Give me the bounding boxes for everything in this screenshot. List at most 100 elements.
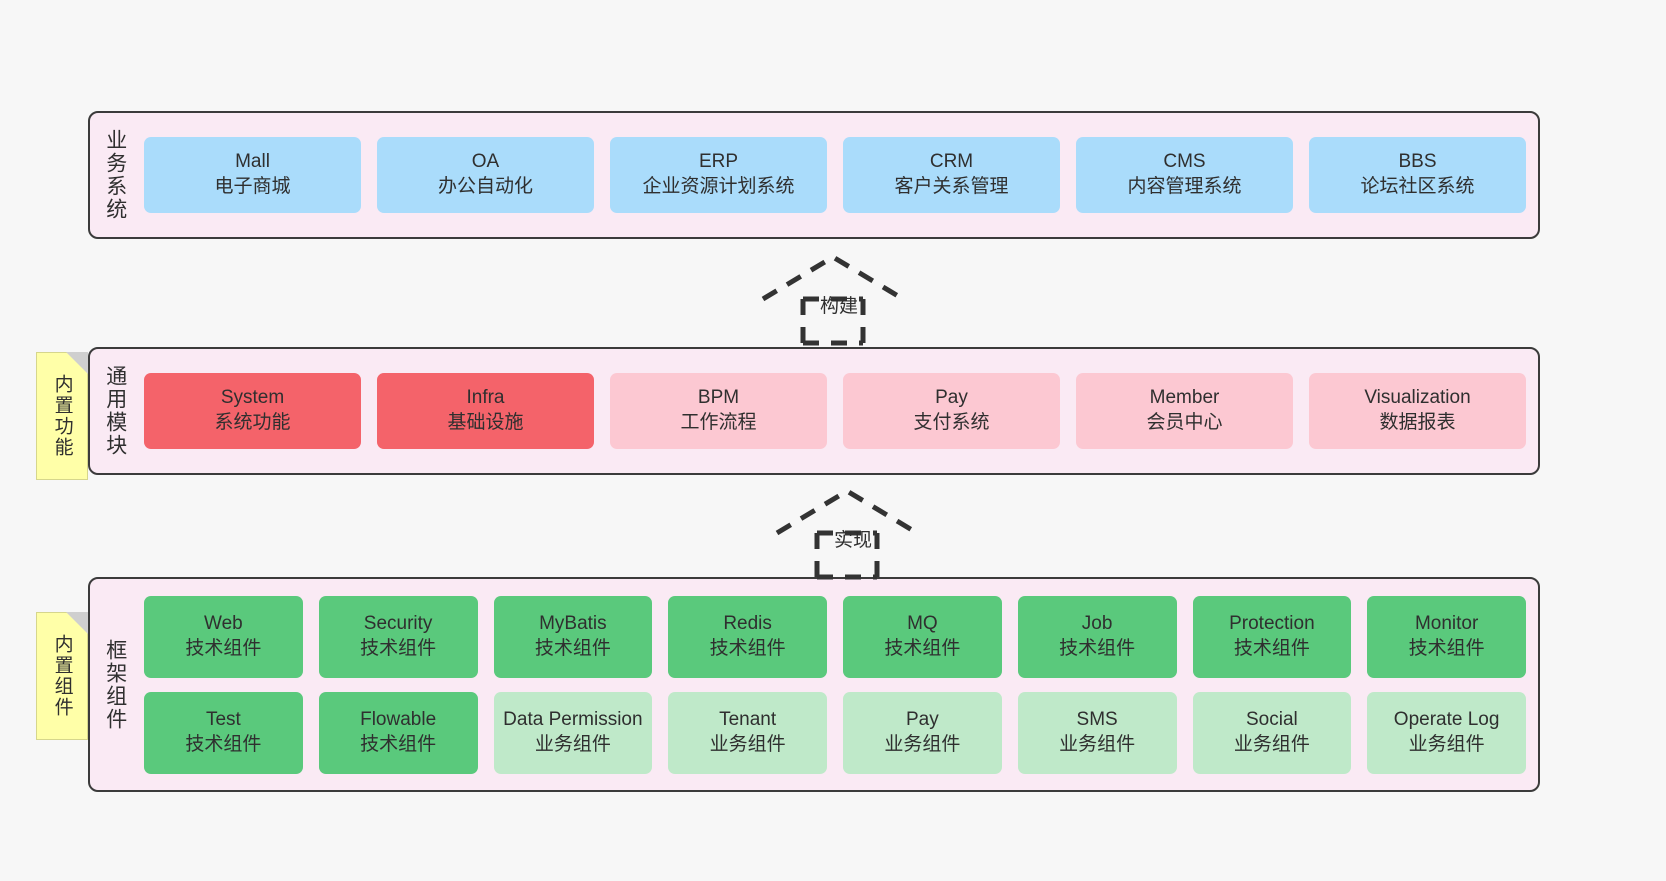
module-card-social[interactable]: Social 业务组件 (1192, 691, 1352, 774)
connector-realize: 实现 (772, 487, 922, 580)
layer-title-modules: 通用模块 (103, 365, 127, 457)
card-name: Infra (466, 387, 505, 409)
card-desc: 业务组件 (884, 733, 961, 755)
sticky-note-label: 内置功能 (51, 374, 73, 458)
card-desc: 内容管理系统 (1127, 176, 1242, 197)
layer-row: Web 技术组件 Security 技术组件 MyBatis 技术组件 Redi… (144, 595, 1526, 678)
module-card-system[interactable]: System 系统功能 (144, 373, 361, 449)
card-desc: 业务组件 (534, 733, 611, 755)
module-card-security[interactable]: Security 技术组件 (318, 595, 478, 678)
card-desc: 电子商城 (214, 176, 291, 197)
layer-row: Mall 电子商城 OA 办公自动化 ERP 企业资源计划系统 CRM 客户关系… (144, 137, 1526, 213)
card-name: Operate Log (1393, 708, 1500, 730)
card-desc: 工作流程 (680, 412, 757, 433)
module-card-monitor[interactable]: Monitor 技术组件 (1367, 595, 1526, 678)
module-card-mall[interactable]: Mall 电子商城 (144, 137, 361, 213)
module-card-infra[interactable]: Infra 基础设施 (377, 373, 594, 449)
card-name: Web (204, 612, 243, 634)
card-name: Visualization (1364, 387, 1471, 409)
card-desc: 系统功能 (214, 412, 291, 433)
layer-common-modules: 通用模块 System 系统功能 Infra 基础设施 BPM 工作流程 Pay… (88, 347, 1540, 475)
card-desc: 技术组件 (185, 733, 262, 755)
card-name: Protection (1229, 612, 1315, 634)
module-card-crm[interactable]: CRM 客户关系管理 (843, 137, 1060, 213)
sticky-note-label: 内置组件 (51, 634, 73, 718)
card-name: Mall (235, 151, 270, 173)
card-desc: 技术组件 (360, 637, 437, 659)
card-desc: 技术组件 (534, 637, 611, 659)
module-card-cms[interactable]: CMS 内容管理系统 (1076, 137, 1293, 213)
card-name: BBS (1398, 151, 1437, 173)
module-card-member[interactable]: Member 会员中心 (1076, 373, 1293, 449)
module-card-visualization[interactable]: Visualization 数据报表 (1309, 373, 1526, 449)
card-name: MQ (907, 612, 938, 634)
card-desc: 技术组件 (1408, 637, 1485, 659)
module-card-sms[interactable]: SMS 业务组件 (1017, 691, 1177, 774)
module-card-tenant[interactable]: Tenant 业务组件 (668, 691, 827, 774)
module-card-pay[interactable]: Pay 支付系统 (843, 373, 1060, 449)
card-name: Flowable (360, 708, 437, 730)
card-name: Social (1246, 708, 1298, 730)
card-name: Data Permission (503, 708, 643, 730)
module-card-bbs[interactable]: BBS 论坛社区系统 (1309, 137, 1526, 213)
card-name: Pay (906, 708, 939, 730)
layer-title-business: 业务系统 (103, 129, 127, 221)
card-desc: 论坛社区系统 (1360, 176, 1475, 197)
sticky-note-builtin-functions[interactable]: 内置功能 (36, 352, 88, 480)
card-desc: 技术组件 (185, 637, 262, 659)
card-desc: 技术组件 (884, 637, 961, 659)
card-desc: 业务组件 (1059, 733, 1136, 755)
layer-body-modules: System 系统功能 Infra 基础设施 BPM 工作流程 Pay 支付系统… (132, 359, 1526, 463)
module-card-mq[interactable]: MQ 技术组件 (843, 595, 1002, 678)
card-desc: 业务组件 (709, 733, 786, 755)
sticky-note-builtin-components[interactable]: 内置组件 (36, 612, 88, 740)
layer-row: Test 技术组件 Flowable 技术组件 Data Permission … (144, 691, 1526, 774)
card-name: Pay (935, 387, 968, 409)
connector-label-realize: 实现 (834, 530, 873, 551)
card-desc: 办公自动化 (437, 176, 533, 197)
layer-row: System 系统功能 Infra 基础设施 BPM 工作流程 Pay 支付系统… (144, 373, 1526, 449)
card-desc: 技术组件 (1059, 637, 1136, 659)
layer-body-framework: Web 技术组件 Security 技术组件 MyBatis 技术组件 Redi… (132, 589, 1526, 780)
layer-body-business: Mall 电子商城 OA 办公自动化 ERP 企业资源计划系统 CRM 客户关系… (132, 123, 1526, 227)
card-desc: 企业资源计划系统 (642, 176, 795, 197)
card-name: Monitor (1414, 612, 1479, 634)
card-name: Test (205, 708, 241, 730)
layer-business-systems: 业务系统 Mall 电子商城 OA 办公自动化 ERP 企业资源计划系统 CRM… (88, 111, 1540, 239)
card-name: CMS (1163, 151, 1206, 173)
module-card-redis[interactable]: Redis 技术组件 (668, 595, 827, 678)
module-card-flowable[interactable]: Flowable 技术组件 (318, 691, 478, 774)
card-desc: 技术组件 (1233, 637, 1310, 659)
card-name: System (220, 387, 285, 409)
connector-build: 构建 (758, 253, 908, 346)
card-name: ERP (698, 151, 739, 173)
card-name: Redis (723, 612, 772, 634)
card-desc: 业务组件 (1233, 733, 1310, 755)
card-desc: 技术组件 (360, 733, 437, 755)
module-card-bpm[interactable]: BPM 工作流程 (610, 373, 827, 449)
module-card-test[interactable]: Test 技术组件 (144, 691, 303, 774)
card-desc: 基础设施 (447, 412, 524, 433)
card-name: Job (1081, 612, 1113, 634)
card-name: SMS (1076, 708, 1118, 730)
connector-label-build: 构建 (820, 296, 859, 317)
module-card-oa[interactable]: OA 办公自动化 (377, 137, 594, 213)
module-card-erp[interactable]: ERP 企业资源计划系统 (610, 137, 827, 213)
card-desc: 客户关系管理 (894, 176, 1009, 197)
card-desc: 业务组件 (1408, 733, 1485, 755)
module-card-mybatis[interactable]: MyBatis 技术组件 (493, 595, 653, 678)
module-card-job[interactable]: Job 技术组件 (1017, 595, 1177, 678)
layer-title-framework: 框架组件 (103, 638, 127, 731)
card-desc: 数据报表 (1379, 412, 1456, 433)
card-name: Member (1149, 387, 1220, 409)
card-name: Tenant (719, 708, 777, 730)
module-card-web[interactable]: Web 技术组件 (144, 595, 303, 678)
module-card-protection[interactable]: Protection 技术组件 (1192, 595, 1352, 678)
card-name: MyBatis (539, 612, 607, 634)
module-card-pay-business[interactable]: Pay 业务组件 (843, 691, 1002, 774)
card-name: Security (363, 612, 433, 634)
layer-framework-components: 框架组件 Web 技术组件 Security 技术组件 MyBatis 技术组件… (88, 577, 1540, 792)
module-card-data-permission[interactable]: Data Permission 业务组件 (493, 691, 653, 774)
card-name: BPM (697, 387, 740, 409)
module-card-operate-log[interactable]: Operate Log 业务组件 (1367, 691, 1526, 774)
